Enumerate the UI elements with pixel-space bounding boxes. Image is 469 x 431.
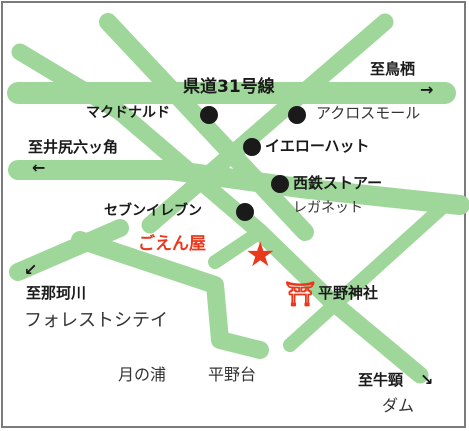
shop-label-reganet: レガネット: [293, 200, 363, 216]
arrow-down-left-icon: ↙: [24, 260, 38, 279]
shop-label-yellow-hat: イエローハット: [265, 137, 370, 155]
shop-marker-mcdonalds: [200, 106, 218, 124]
shop-marker-seven-eleven: [236, 203, 254, 221]
shrine-label-hirano: 平野神社: [318, 284, 379, 302]
arrow-left-icon: ←: [32, 158, 46, 177]
torii-gate-icon: ⛩: [285, 280, 316, 308]
shop-marker-across-mall: [288, 106, 306, 124]
road-to-nakagawa: [9, 219, 129, 281]
direction-label-iijiri: 至井尻六ッ角: [28, 138, 119, 156]
area-label-hiranodai: 平野台: [208, 365, 257, 384]
direction-label-nakagawa: 至那珂川: [26, 284, 87, 302]
road-shrine-approach: [208, 225, 267, 269]
star-icon: ★: [245, 235, 276, 275]
road-upper-right-diagonal: [141, 13, 394, 234]
shop-marker-nishitetsu-store: [271, 175, 289, 193]
road-right-diagonal: [283, 198, 452, 352]
shop-label-goenya: ごえん屋: [138, 234, 206, 254]
arrow-down-right-icon: ↘: [420, 370, 434, 389]
road-to-iijiri: [8, 160, 469, 215]
shop-label-seven-eleven: セブンイレブン: [104, 203, 202, 219]
shop-marker-yellow-hat: [243, 138, 261, 156]
road-upper-left-diagonal: [99, 13, 314, 241]
area-label-forest-city: フォレストシテイ: [24, 310, 168, 331]
direction-label-dam: ダム: [382, 396, 415, 415]
shop-label-across-mall: アクロスモール: [316, 104, 421, 122]
shop-label-mcdonalds: マクドナルド: [86, 105, 170, 121]
road-label-kendo-31: 県道31号線: [183, 77, 275, 97]
direction-label-ushikubi: 至牛頸: [358, 371, 404, 389]
road-central: [71, 231, 269, 359]
shop-label-nishitetsu-store: 西鉄ストアー: [293, 174, 383, 192]
direction-label-karasuse: 至鳥栖: [370, 60, 416, 78]
area-label-tsukinoura: 月の浦: [118, 365, 167, 384]
arrow-right-icon: →: [420, 80, 434, 99]
